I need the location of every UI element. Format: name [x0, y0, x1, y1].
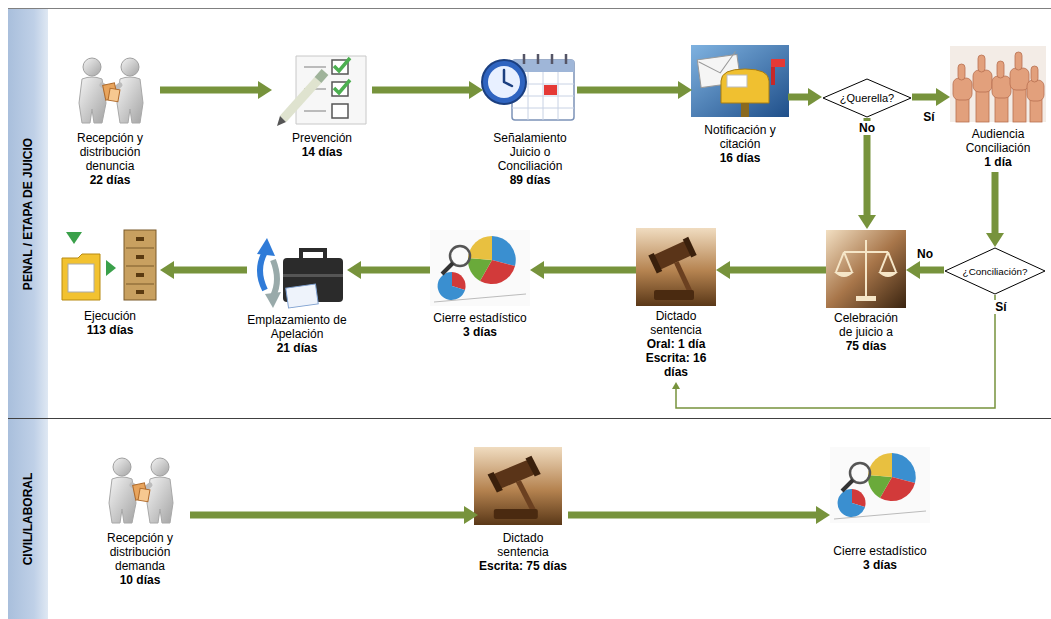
- swimlane: PENAL / ETAPA DE JUICIO Recepción y distr…: [8, 8, 1051, 418]
- step-duration: 89 días: [483, 173, 577, 187]
- step-duration: 3 días: [430, 325, 530, 339]
- process-step: Celebración de juicio a75 días: [826, 229, 906, 356]
- step-duration: 14 días: [272, 145, 372, 159]
- diamond-shape: [945, 248, 1045, 294]
- step-name: Celebración de juicio a: [826, 311, 906, 339]
- step-name: Prevención: [272, 131, 372, 145]
- step-duration: 75 días: [826, 339, 906, 353]
- step-name: Cierre estadístico: [830, 544, 930, 558]
- process-step: Dictado sentenciaOral: 1 díaEscrita: 16 …: [636, 227, 716, 382]
- process-step: Prevención14 días: [272, 51, 372, 162]
- step-duration: 22 días: [60, 173, 160, 187]
- step-duration: 16 días: [692, 151, 788, 165]
- step-duration: 113 días: [60, 323, 160, 337]
- step-name: Dictado sentencia: [636, 309, 716, 337]
- process-step: Cierre estadístico3 días: [430, 229, 530, 342]
- swimlane: CIVIL/LABORAL Recepción y distribución de…: [8, 418, 1051, 619]
- step-duration: 21 días: [247, 341, 347, 355]
- process-step: Dictado sentenciaEscrita: 75 días: [478, 446, 568, 576]
- step-name: Recepción y distribución demanda: [90, 531, 190, 573]
- decision-diamond: ¿Conciliación?: [944, 247, 1046, 295]
- decision-text: ¿Querella?: [840, 92, 894, 105]
- process-step: Señalamiento Juicio o Conciliación89 día…: [483, 49, 577, 190]
- lane-label: CIVIL/LABORAL: [21, 473, 35, 566]
- decision-text: ¿Conciliación?: [963, 265, 1028, 278]
- step-name: Dictado sentencia: [478, 531, 568, 559]
- step-duration: Oral: 1 día: [636, 337, 716, 351]
- process-step: Emplazamiento de Apelación21 días: [247, 231, 347, 358]
- step-name: Señalamiento Juicio o Conciliación: [483, 131, 577, 173]
- step-duration: Escrita: 16 días: [636, 351, 716, 379]
- step-duration: Escrita: 75 días: [478, 559, 568, 573]
- process-step: Notificación y citación16 días: [692, 45, 788, 168]
- process-step: Recepción y distribución denuncia22 días: [60, 53, 160, 190]
- decision-text-box: ¿Conciliación?: [944, 247, 1046, 295]
- process-step: Recepción y distribución demanda10 días: [90, 453, 190, 590]
- step-name: Audiencia Conciliación: [950, 127, 1046, 155]
- step-name: Cierre estadístico: [430, 311, 530, 325]
- step-duration: 1 día: [950, 155, 1046, 169]
- edge-label: Sí: [921, 110, 936, 124]
- step-name: Ejecución: [60, 309, 160, 323]
- process-step: Audiencia Conciliación1 día: [950, 45, 1046, 172]
- step-duration: 3 días: [830, 558, 930, 572]
- step-duration: 10 días: [90, 573, 190, 587]
- lane-label: PENAL / ETAPA DE JUICIO: [21, 137, 35, 289]
- decision-text-box: ¿Querella?: [822, 78, 912, 118]
- step-name: Notificación y citación: [692, 123, 788, 151]
- decision-diamond: ¿Querella?: [822, 78, 912, 118]
- edge-label: No: [915, 247, 935, 261]
- edge-label: No: [857, 121, 877, 135]
- step-name: Recepción y distribución denuncia: [60, 131, 160, 173]
- process-step: Cierre estadístico3 días: [830, 446, 930, 575]
- step-name: Emplazamiento de Apelación: [247, 313, 347, 341]
- process-step: Ejecución113 días: [60, 227, 160, 340]
- edge-label: Sí: [993, 300, 1008, 314]
- diamond-shape: [823, 79, 911, 117]
